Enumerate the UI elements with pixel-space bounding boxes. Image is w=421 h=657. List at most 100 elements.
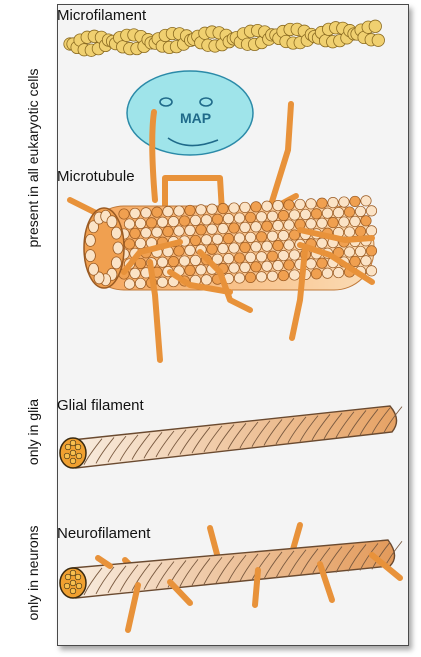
microtubule-subunit	[266, 210, 279, 222]
microtubule-subunit	[129, 227, 141, 239]
microtubule-subunit	[321, 207, 334, 219]
microtubule-subunit	[228, 262, 240, 274]
microtubule-subunit	[294, 198, 306, 210]
microtubule-subunit	[277, 230, 290, 242]
microtubule-subunit	[206, 243, 218, 255]
microtubule-subunit	[277, 270, 290, 282]
filament-strand	[119, 434, 139, 462]
microtubule-subunit	[354, 245, 367, 257]
microtubule-subunit	[288, 229, 301, 241]
filament-strand	[191, 426, 211, 454]
filament-strand	[383, 406, 403, 433]
microtubule-subunit	[233, 272, 246, 284]
microtubule-subunit	[129, 267, 141, 279]
microtubule-subunit	[338, 196, 350, 208]
microtubule-subunit	[283, 259, 295, 271]
sidearms-front	[95, 552, 403, 633]
microtubule-subunit	[283, 199, 295, 211]
microtubule-subunit	[151, 206, 163, 218]
filament-strand	[143, 432, 163, 459]
microtubule-subunit	[327, 217, 339, 229]
filament-end-subunit	[64, 573, 72, 581]
microfilament-bead	[371, 33, 385, 47]
microtubule-end-subunits	[85, 209, 124, 287]
filament-strand	[239, 421, 259, 449]
microtubule-subunit	[299, 208, 312, 220]
microtubule-subunit	[310, 208, 323, 220]
microtubule-subunit	[250, 221, 262, 233]
microtubule-subunit	[305, 218, 317, 230]
microtubule-subunit	[244, 231, 257, 243]
microtubule-subunit	[261, 220, 273, 232]
microtubule-subunit	[343, 246, 356, 258]
microtubule-subunit	[123, 218, 136, 230]
filament-end-subunit	[74, 443, 82, 451]
glial-filament-label: Glial filament	[57, 397, 145, 414]
microtubule-subunit	[173, 225, 185, 237]
neurofilament	[59, 522, 403, 633]
microtubule-subunit	[244, 211, 257, 223]
filament-end-subunit	[63, 582, 71, 590]
microtubule-subunit	[184, 224, 196, 236]
microtubule-subunit	[239, 261, 251, 273]
filament-strand	[83, 438, 103, 465]
microtubule-subunit	[365, 265, 378, 277]
microtubule-subunit	[140, 227, 152, 239]
filament-strand	[167, 429, 187, 456]
microtubule-subunit	[217, 223, 229, 235]
microtubule-subunit	[272, 200, 284, 212]
microtubule-subunit	[343, 206, 356, 218]
filament-strand	[275, 417, 295, 445]
microtubule-subunit	[156, 216, 169, 228]
microtubule-subunit	[277, 250, 290, 262]
filament-strand	[347, 410, 367, 437]
filament-strand	[287, 416, 307, 444]
microtubule-subunit	[255, 271, 268, 283]
filament-end-subunit	[64, 443, 72, 451]
filament-strand	[275, 550, 295, 579]
microtubule-subunit	[349, 215, 361, 227]
microtubule-subunit	[354, 225, 367, 237]
microtubule-subunit	[195, 204, 207, 216]
filament-end-subunit	[69, 569, 77, 577]
filament-end-subunit	[75, 452, 83, 460]
filament-strand	[83, 567, 103, 596]
filament-strand	[323, 412, 343, 440]
filament-strand	[239, 553, 259, 582]
microtubule-subunit	[189, 234, 202, 246]
microtubule-subunit	[283, 219, 295, 231]
filament-strand	[107, 435, 127, 463]
map-smile	[167, 137, 219, 147]
microtubule-subunit	[222, 253, 235, 265]
map-face	[126, 70, 254, 156]
filament-strand	[371, 542, 391, 570]
microtubule-subunit	[244, 271, 257, 283]
microtubule-subunit	[261, 200, 273, 212]
filament-strand	[251, 552, 271, 581]
filament-end-subunit	[69, 449, 77, 457]
filament-strand	[203, 425, 223, 453]
filament-strand	[215, 424, 235, 451]
microtubule-end-subunit	[110, 226, 122, 240]
microtubule-subunit	[222, 233, 235, 245]
microtubule-subunit	[316, 197, 328, 209]
microtubule-subunit	[200, 234, 213, 246]
microtubule-subunit	[266, 230, 279, 242]
microtubule-subunit	[134, 257, 147, 269]
microtubule-end-subunit	[85, 249, 96, 263]
filament-strand	[155, 430, 175, 458]
microtubule-subunit	[288, 249, 301, 261]
microfilament	[63, 19, 385, 57]
microtubule-subunit	[200, 274, 213, 286]
microtubule-subunit	[134, 277, 147, 289]
microtubule-subunit	[211, 213, 224, 225]
neurofilament-label: Neurofilament	[57, 525, 151, 542]
filament-strand	[95, 437, 115, 464]
microtubule-subunit	[305, 198, 317, 210]
microtubule-subunit	[228, 222, 240, 234]
microtubule-subunit	[305, 258, 317, 270]
microtubule-subunit	[316, 237, 328, 249]
microtubule-subunit	[316, 257, 328, 269]
filament-strand	[359, 543, 379, 571]
filament-end-subunit	[75, 582, 83, 590]
